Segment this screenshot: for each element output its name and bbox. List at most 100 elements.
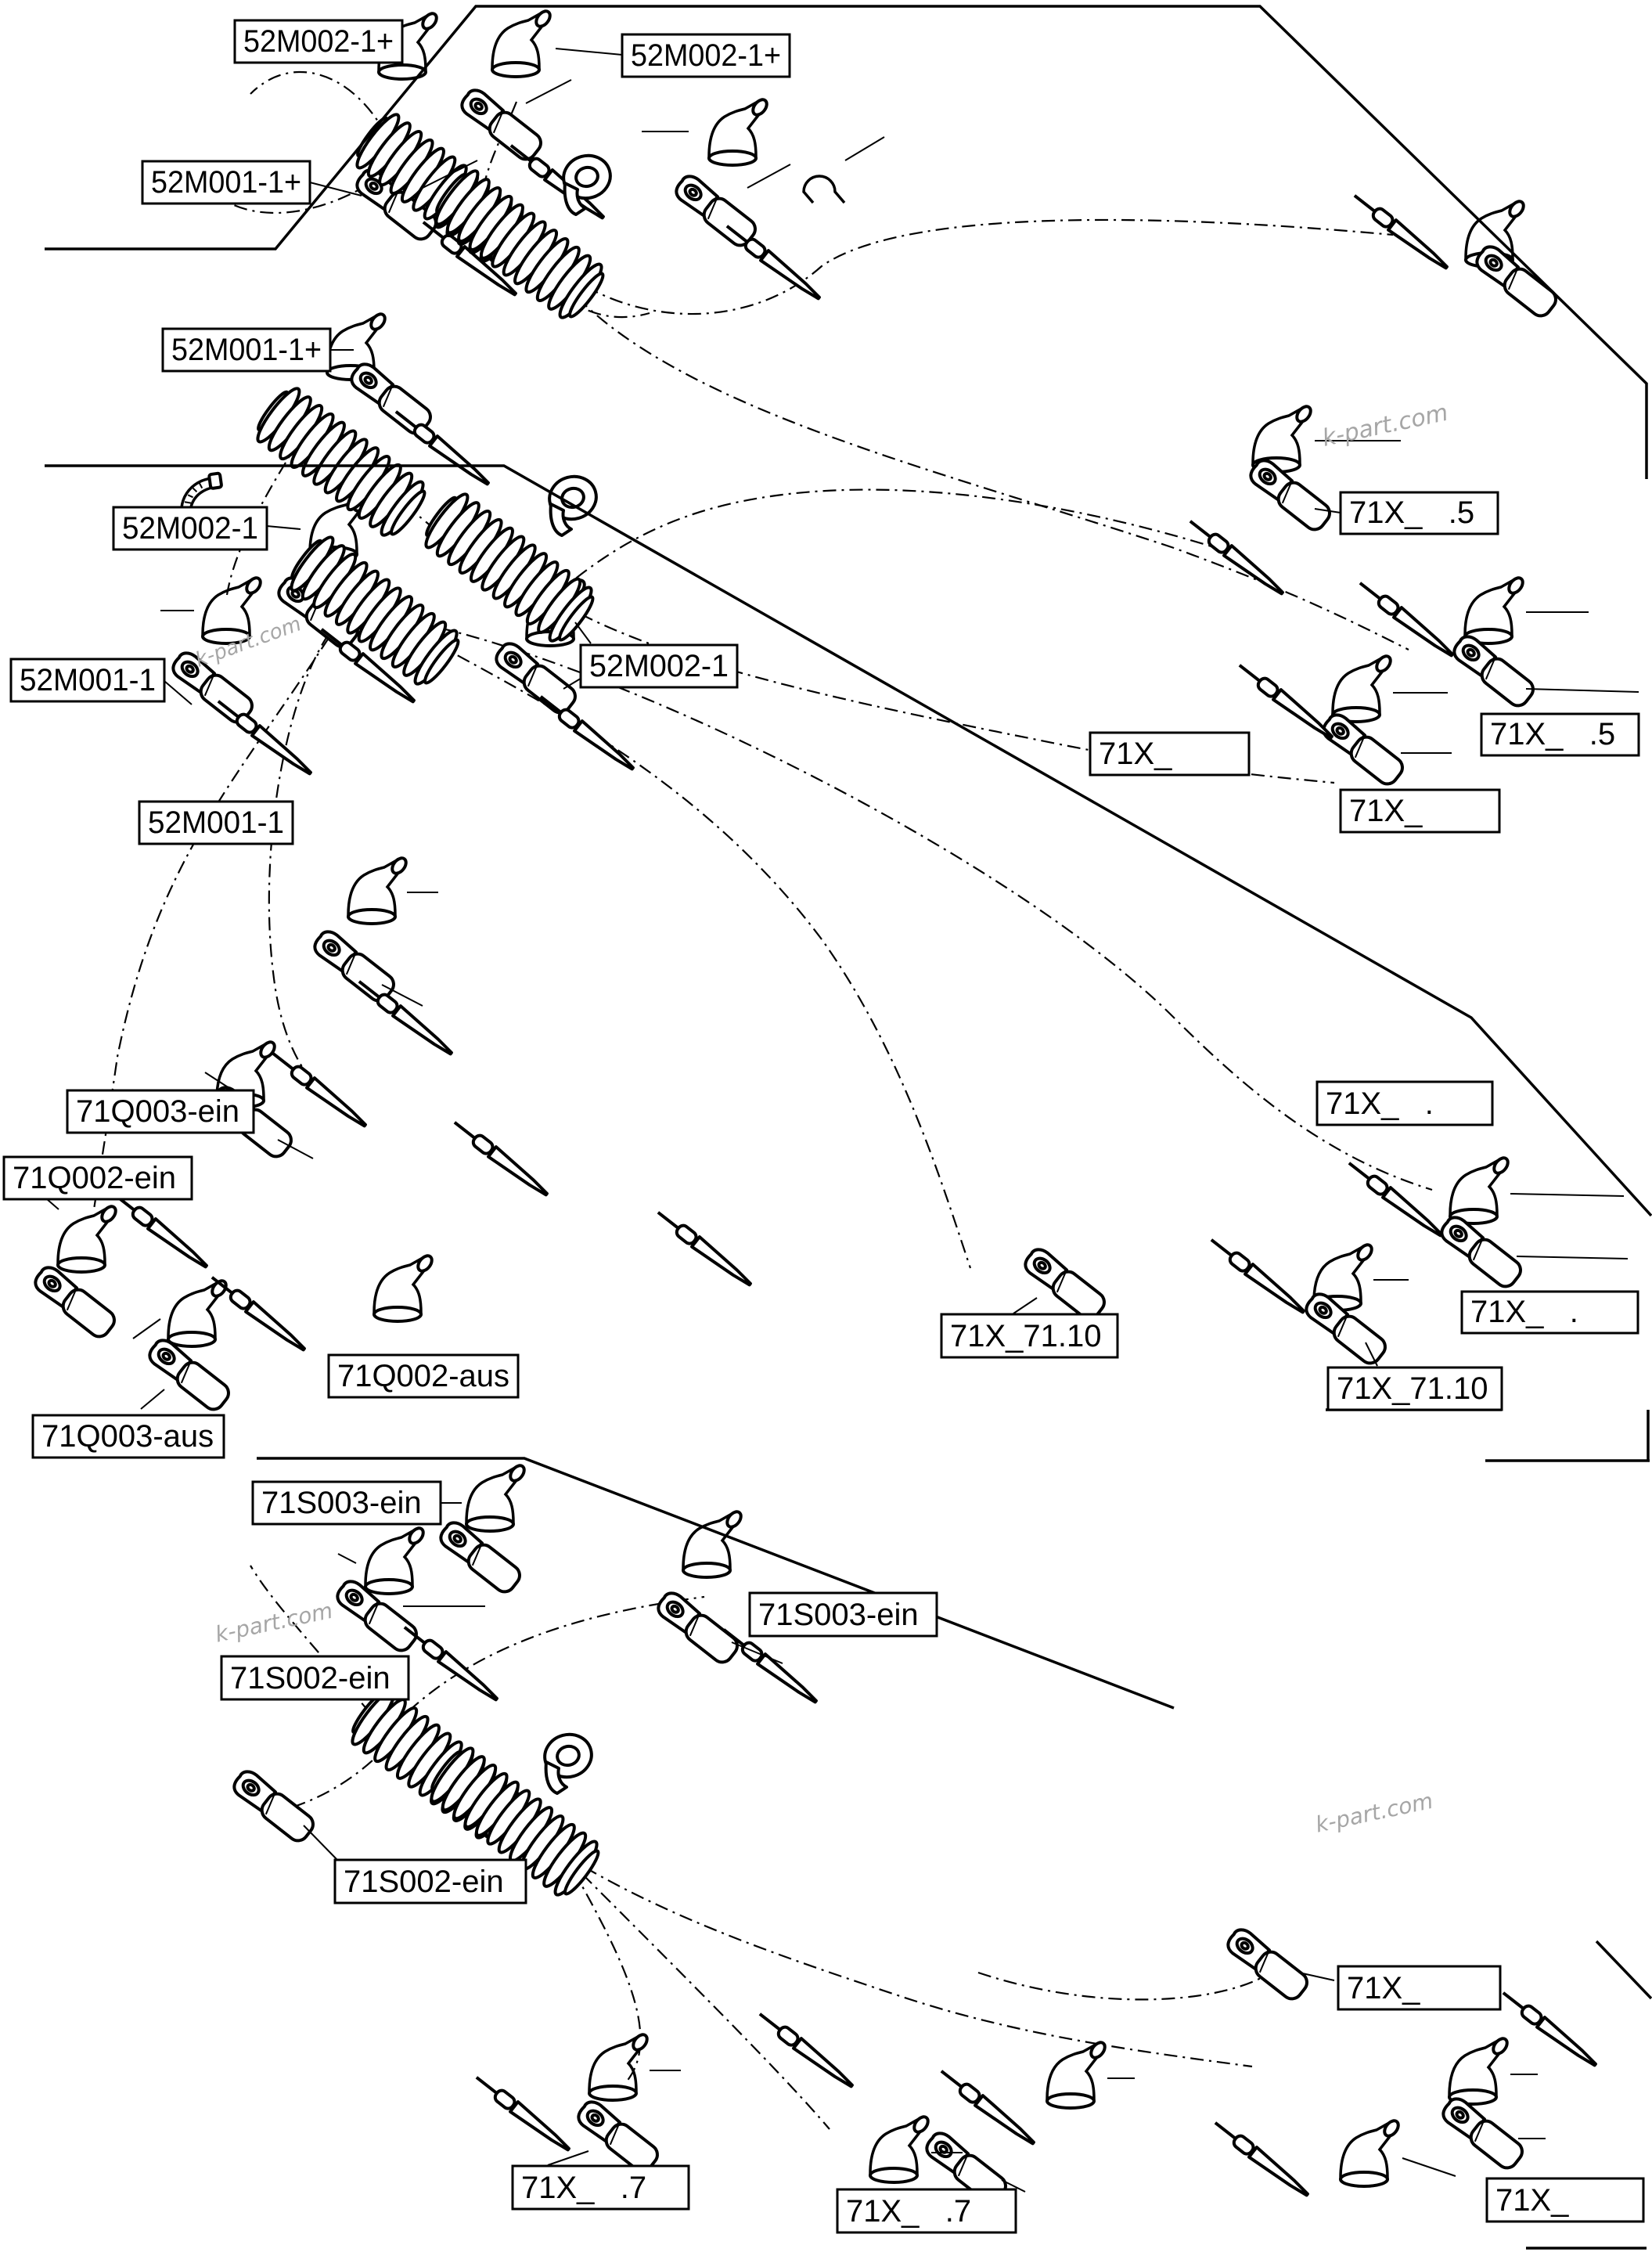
part-label-text: 52M002-1+: [243, 24, 394, 59]
part-label: 71Q002-aus: [327, 1353, 520, 1399]
part-label: 71X_ .5: [1480, 712, 1640, 757]
part-label: 71X_ .5: [1339, 491, 1499, 535]
part-label: 71Q003-aus: [31, 1414, 225, 1459]
part-boot: [1331, 652, 1395, 723]
leader-line: [1013, 1297, 1038, 1314]
part-label-text: 52M002-1: [122, 511, 258, 546]
watermark-text: k-part.com: [1313, 1788, 1435, 1838]
part-tape: [538, 1728, 598, 1795]
leader-line: [422, 160, 478, 189]
part-label-text: 71Q002-aus: [337, 1359, 509, 1393]
part-label: 71S002-ein: [220, 1655, 410, 1701]
part-label: 71S003-ein: [748, 1591, 938, 1638]
part-boot: [1448, 2034, 1512, 2106]
harness-curve: [555, 488, 1229, 596]
part-label: 52M001-1+: [161, 327, 332, 373]
part-pin: [1209, 2116, 1313, 2201]
leader-line: [204, 1072, 232, 1090]
part-label-text: 71X_71.10: [1337, 1371, 1488, 1406]
part-boot: [588, 2031, 652, 2102]
part-pin: [1233, 658, 1337, 744]
part-label: 71X_71.10: [940, 1313, 1119, 1359]
part-pin: [721, 219, 825, 304]
part-boot: [491, 7, 555, 79]
part-clip: [802, 175, 846, 204]
part-pin: [108, 1187, 212, 1273]
part-label: 71Q002-ein: [2, 1155, 193, 1201]
part-label: 52M002-1+: [233, 19, 404, 64]
part-boot: [465, 1461, 529, 1533]
leader-line: [547, 2150, 589, 2166]
part-pin: [212, 694, 316, 780]
section-border: [45, 5, 1648, 479]
part-label: 71X_: [1339, 788, 1501, 834]
part-label: 71X_: [1089, 731, 1251, 777]
part-label-text: 71Q003-aus: [41, 1419, 214, 1454]
leader-line: [309, 182, 362, 196]
harness-curve: [268, 633, 329, 1097]
part-pin: [652, 1205, 756, 1291]
part-pin: [1205, 1233, 1309, 1318]
part-pin: [267, 1047, 371, 1132]
part-pin: [206, 1270, 310, 1356]
leader-line: [1298, 1972, 1335, 1981]
part-pin: [1354, 576, 1458, 661]
part-pin: [353, 975, 457, 1060]
part-label-text: 71X_: [1495, 2183, 1569, 2218]
part-label-text: 71X_ .5: [1349, 495, 1474, 530]
leader-line: [1516, 1256, 1629, 1259]
part-lug: [227, 1765, 319, 1847]
part-lug: [1018, 1243, 1110, 1324]
part-boot: [1463, 574, 1528, 645]
part-label-text: 71X_ .5: [1490, 717, 1615, 751]
leader-line: [140, 1389, 165, 1410]
part-label-text: 52M001-1+: [151, 165, 301, 200]
harness-curve: [563, 218, 1394, 315]
leader-line: [46, 1198, 59, 1210]
part-label-text: 71X_ .: [1326, 1086, 1434, 1121]
leader-line: [574, 622, 592, 644]
leader-line: [747, 164, 791, 189]
part-label: 71X_ .: [1315, 1080, 1494, 1126]
leader-line: [132, 1318, 161, 1339]
part-label: 71X_ .7: [511, 2164, 690, 2211]
harness-curve: [414, 621, 1433, 1191]
part-lug: [571, 2095, 664, 2177]
part-pin: [754, 2007, 858, 2092]
harness-curve: [410, 629, 972, 1269]
part-label-text: 52M002-1: [589, 649, 729, 683]
part-pin: [534, 690, 639, 775]
leader-line: [303, 1825, 337, 1860]
leader-line: [1365, 1342, 1378, 1367]
part-pin: [1497, 1986, 1601, 2071]
harness-curve: [560, 1847, 642, 2083]
part-lug: [1434, 1211, 1527, 1292]
part-label: 52M002-1+: [621, 33, 791, 78]
leader-line: [1402, 2157, 1456, 2177]
part-boot: [1339, 2117, 1403, 2188]
part-pin: [398, 1620, 502, 1706]
part-label: 52M001-1: [138, 800, 294, 845]
part-boot: [373, 1252, 437, 1323]
part-label-text: 71X_ .7: [846, 2194, 971, 2229]
leader-line: [1510, 1193, 1625, 1197]
part-label-text: 71S003-ein: [758, 1598, 919, 1632]
part-lug: [1436, 2092, 1528, 2174]
part-lug: [489, 637, 581, 719]
harness-curve: [977, 1971, 1265, 2001]
part-label-text: 71S002-ein: [344, 1865, 504, 1899]
part-pin: [1343, 1156, 1447, 1241]
part-boot: [869, 2113, 933, 2184]
leader-line: [555, 48, 623, 56]
part-pin: [1348, 189, 1452, 274]
part-pin: [1184, 514, 1288, 600]
leader-line: [1314, 508, 1341, 513]
harness-curve: [250, 1565, 388, 1735]
harness-curve: [561, 1853, 1253, 2068]
part-label: 71X_71.10: [1326, 1366, 1503, 1411]
part-label-text: 52M001-1+: [171, 333, 322, 367]
leader-line: [381, 984, 423, 1007]
part-boot: [682, 1508, 746, 1579]
part-label: 71S003-ein: [251, 1480, 442, 1526]
